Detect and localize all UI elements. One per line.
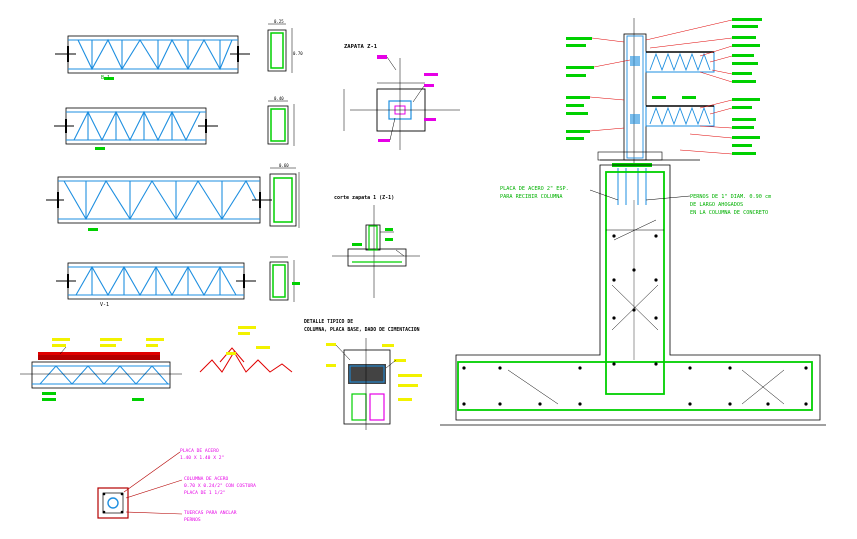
base-plate-detail	[97, 451, 183, 519]
zapata-title: ZAPATA Z-1	[344, 44, 378, 50]
section-3-dim: 0.60	[279, 163, 289, 168]
beam-section-2	[267, 100, 295, 146]
base-note-5: PLACA DE 1 1/2"	[184, 490, 226, 496]
section-1-dim: 0.25	[274, 19, 284, 24]
base-note-7: PERNOS	[184, 517, 201, 523]
placa-leader	[589, 189, 619, 201]
section-2-dim: 0.40	[274, 96, 284, 101]
base-note-1: PLACA DE ACERO	[180, 448, 219, 454]
column-left-annotations	[566, 37, 594, 140]
truss-beam-4	[56, 262, 256, 300]
pernos-note-3: EN LA COLUMNA DE CONCRETO	[690, 210, 768, 216]
beam-section-3	[269, 167, 300, 228]
beam-section-1	[267, 23, 293, 73]
column-leader-lines	[589, 19, 733, 155]
beam-2-tag	[95, 147, 105, 150]
pernos-leader	[645, 195, 691, 201]
beam-3-tag	[88, 228, 98, 231]
beam-section-4	[269, 256, 300, 302]
corte-zapata-section	[332, 205, 420, 298]
base-note-6: TUERCAS PARA ANCLAR	[184, 510, 237, 516]
detalle-tipico	[326, 338, 422, 430]
base-note-2: 1.40 X 1.40 X 2"	[180, 455, 224, 461]
corte-title: corte zapata 1 (Z-1)	[334, 195, 394, 201]
pernos-note-1: PERNOS DE 1" DIAM. 0.90 cm	[690, 194, 771, 200]
truss-beam-1	[55, 35, 250, 74]
base-note-4: 0.70 X 0.24/2" CON COSTURA	[184, 483, 256, 489]
column-upper-frame	[597, 18, 715, 165]
detalle-title-2: COLUMNA, PLACA BASE, DADO DE CIMENTACION	[304, 327, 420, 333]
column-base-plate	[612, 163, 652, 205]
truss-beam-2	[54, 107, 218, 145]
beam-1-tag	[104, 77, 114, 80]
section-1-dim-h: 0.70	[293, 51, 303, 56]
pernos-note-2: DE LARGO AHOGADOS	[690, 202, 743, 208]
beam-1-label: B-1	[101, 75, 110, 81]
concrete-footing	[440, 164, 826, 426]
detalle-title-1: DETALLE TIPICO DE	[304, 319, 353, 325]
floor-beam-tag	[652, 96, 666, 99]
rebar-dots	[462, 234, 808, 406]
placa-note-2: PARA RECIBIR COLUMNA	[500, 194, 563, 200]
placa-note-1: PLACA DE ACERO 2" ESP.	[500, 186, 569, 192]
beam-4-label: V-1	[100, 302, 109, 308]
floor-beam-tag-2	[682, 96, 696, 99]
deck-beam-detail	[20, 338, 182, 401]
truss-beam-3	[46, 176, 272, 224]
column-right-annotations	[732, 18, 762, 155]
corrugated-detail	[199, 326, 293, 373]
base-note-3: COLUMNA DE ACERO	[184, 476, 228, 482]
zapata-plan	[343, 55, 460, 150]
